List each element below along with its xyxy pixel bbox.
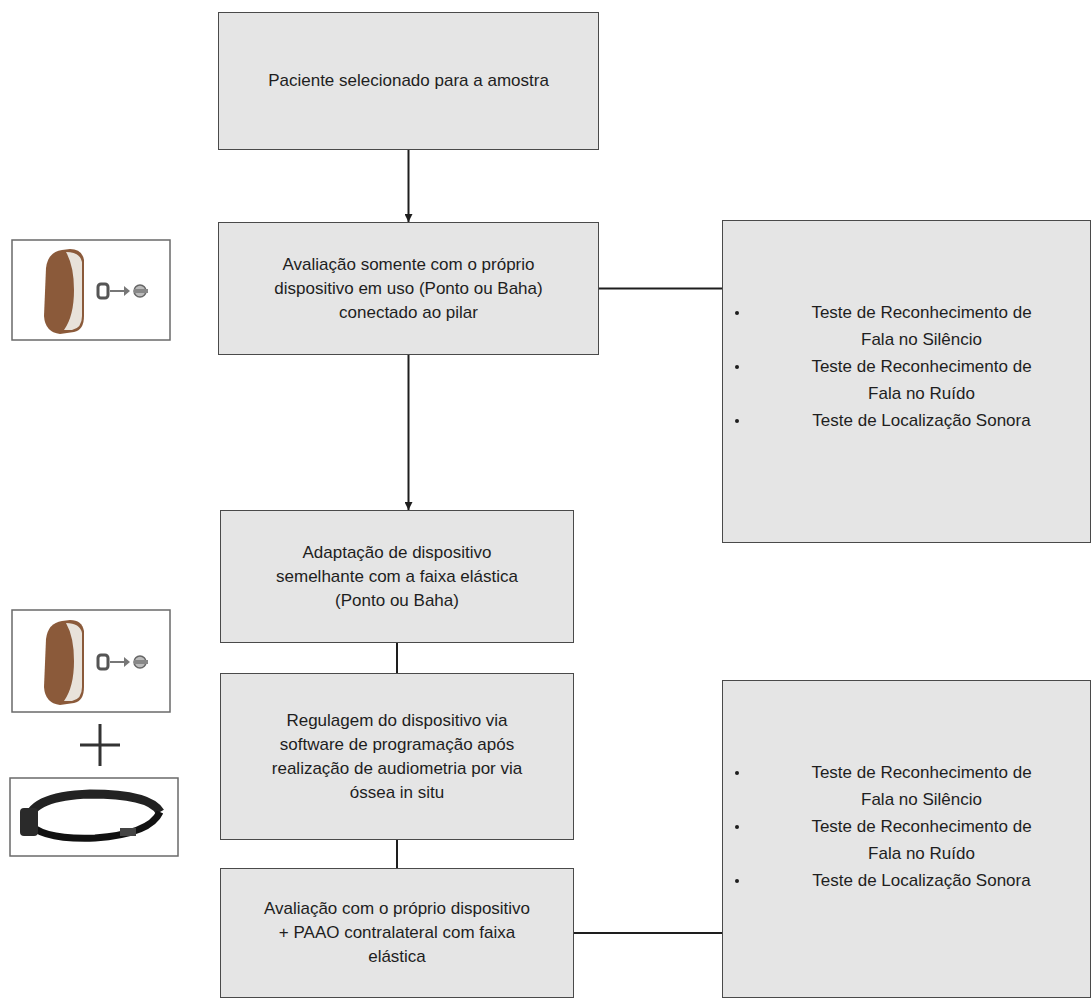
test-item: Teste de Localização Sonora: [794, 407, 1049, 434]
test-item: Teste de Reconhecimento de Fala no Silên…: [794, 759, 1049, 813]
bullet-dot: [735, 825, 739, 829]
test-item: Teste de Reconhecimento de Fala no Silên…: [794, 299, 1049, 353]
box-text: Paciente selecionado para a amostra: [268, 69, 549, 93]
connector-line: [396, 643, 398, 673]
bullet-dot: [735, 419, 739, 423]
box-text: Adaptação de dispositivo semelhante com …: [261, 541, 533, 613]
bullet-dot: [735, 365, 739, 369]
test-item: Teste de Reconhecimento de Fala no Ruído: [794, 353, 1049, 407]
bullet-dot: [735, 879, 739, 883]
connector-arrow: [408, 355, 410, 510]
box-text: Avaliação somente com o próprio disposit…: [259, 253, 558, 325]
device-image: [12, 240, 170, 340]
process-box: Adaptação de dispositivo semelhante com …: [220, 510, 574, 643]
test-list-box: Teste de Reconhecimento de Fala no Silên…: [722, 220, 1091, 543]
box-text: Avaliação com o próprio dispositivo + PA…: [261, 897, 533, 969]
process-box: Paciente selecionado para a amostra: [218, 12, 599, 150]
process-box: Avaliação somente com o próprio disposit…: [218, 222, 599, 355]
bullet-dot: [735, 311, 739, 315]
process-box: Regulagem do dispositivo via software de…: [220, 673, 574, 840]
connector-line: [599, 288, 722, 290]
plus-symbol: [80, 724, 120, 766]
test-list-box: Teste de Reconhecimento de Fala no Silên…: [722, 680, 1091, 998]
bullet-dot: [735, 771, 739, 775]
process-box: Avaliação com o próprio dispositivo + PA…: [220, 868, 574, 998]
connector-line: [574, 932, 722, 934]
headband-image: [10, 778, 178, 856]
box-text: Regulagem do dispositivo via software de…: [261, 709, 533, 805]
test-item: Teste de Reconhecimento de Fala no Ruído: [794, 813, 1049, 867]
connector-line: [396, 840, 398, 868]
device-image: [12, 610, 170, 712]
connector-arrow: [408, 150, 410, 222]
test-item: Teste de Localização Sonora: [794, 867, 1049, 894]
